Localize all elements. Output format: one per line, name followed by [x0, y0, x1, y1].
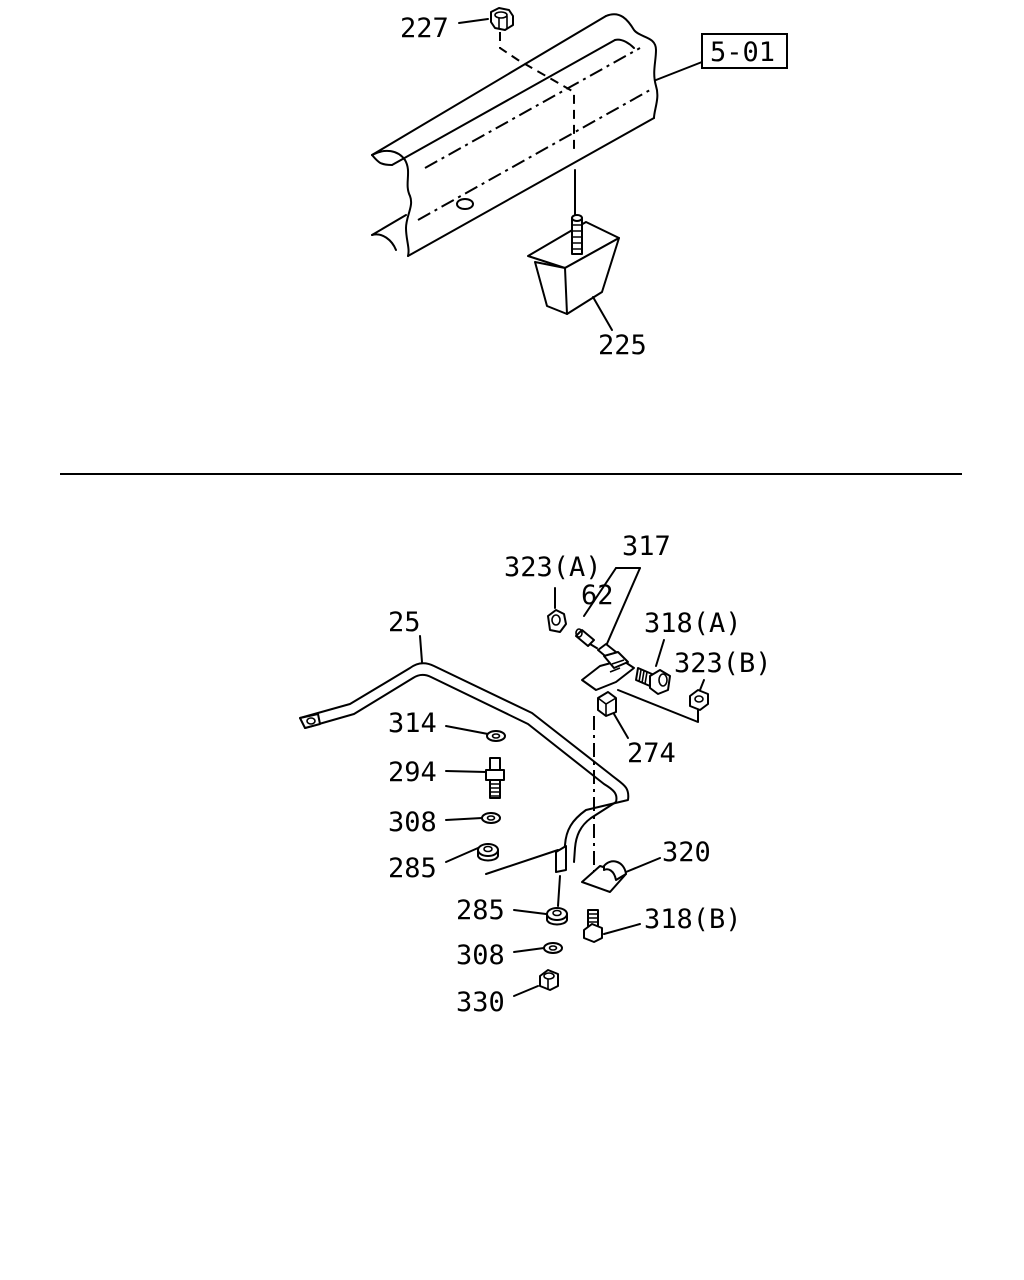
- nut-330: [539, 969, 559, 991]
- washer-308-lower: [543, 942, 563, 954]
- leader-314: [445, 725, 489, 735]
- bushing-block-274: [597, 691, 617, 717]
- reference-box[interactable]: 5-01: [701, 33, 788, 69]
- stack-axis-lower: [557, 875, 561, 907]
- nut-227: [490, 7, 514, 31]
- bolt-axis-line: [617, 689, 699, 723]
- svg-text:5-01: 5-01: [710, 37, 775, 68]
- frame-rail: [371, 13, 659, 257]
- leader-294: [445, 770, 487, 773]
- link-body-317: [581, 643, 635, 691]
- pin-62: [575, 628, 595, 647]
- label-25: 25: [388, 607, 421, 638]
- leader-25: [419, 635, 423, 663]
- label-227: 227: [400, 13, 449, 44]
- reference-leader: [655, 61, 703, 81]
- leader-330: [513, 985, 539, 997]
- label-285-upper: 285: [388, 853, 437, 884]
- stabilizer-bar: [299, 662, 630, 873]
- label-317: 317: [622, 531, 671, 562]
- leader-317-b: [605, 567, 641, 647]
- mount-225: [527, 214, 620, 315]
- leader-308-upper: [445, 817, 483, 821]
- leader-225: [592, 296, 613, 331]
- leader-320: [625, 857, 661, 873]
- leader-285-upper: [445, 847, 479, 863]
- stud-294: [485, 757, 505, 799]
- bushing-285-lower: [546, 907, 568, 926]
- label-318b: 318(B): [644, 904, 742, 935]
- leader-318b: [603, 923, 641, 935]
- label-314: 314: [388, 708, 437, 739]
- nut-323b: [689, 689, 709, 711]
- bolt-318b: [583, 909, 603, 943]
- leader-317-a: [583, 567, 617, 617]
- bushing-285-upper: [477, 843, 499, 862]
- label-323a: 323(A): [504, 552, 602, 583]
- label-308-upper: 308: [388, 807, 437, 838]
- leader-227: [458, 18, 489, 24]
- leader-274: [613, 713, 629, 739]
- label-320: 320: [662, 837, 711, 868]
- label-285-lower: 285: [456, 895, 505, 926]
- washer-314: [486, 730, 506, 742]
- nut-323a: [547, 609, 567, 633]
- label-225: 225: [598, 330, 647, 361]
- label-330: 330: [456, 987, 505, 1018]
- bracket-320: [581, 860, 627, 893]
- washer-308-upper: [481, 812, 501, 824]
- pin-axis: [589, 643, 601, 651]
- leader-318a: [655, 639, 665, 667]
- leader-285-lower: [513, 909, 547, 915]
- label-274: 274: [627, 738, 676, 769]
- bolt-318a: [635, 667, 671, 695]
- label-318a: 318(A): [644, 608, 742, 639]
- leader-323b: [699, 679, 705, 691]
- label-308-lower: 308: [456, 940, 505, 971]
- label-62: 62: [581, 580, 614, 611]
- label-323b: 323(B): [674, 648, 772, 679]
- label-294: 294: [388, 757, 437, 788]
- leader-308-lower: [513, 947, 545, 953]
- assembly-line-285: [485, 849, 559, 875]
- stud-dashed-path: [499, 32, 575, 150]
